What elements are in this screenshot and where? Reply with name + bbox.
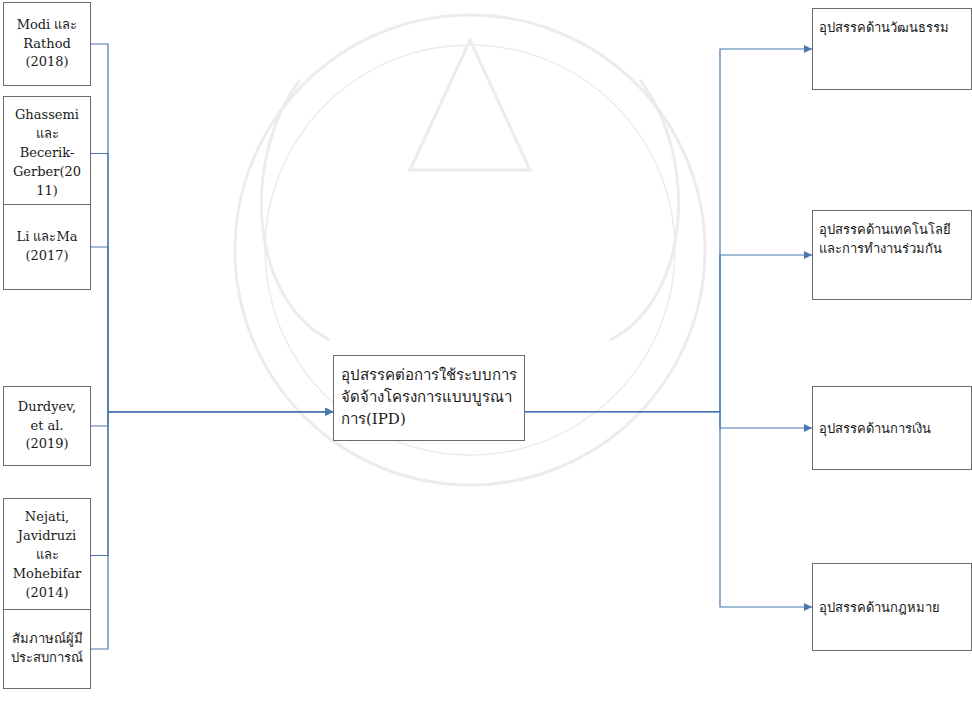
seal-ring <box>235 15 705 485</box>
node-label: Li และMa (2017) <box>11 228 83 266</box>
central-box: อุปสรรคต่อการใช้ระบบการจัดจ้างโครงการแบบ… <box>333 355 525 441</box>
source-box: Li และMa (2017) <box>3 204 91 290</box>
seal-ornament <box>610 80 679 340</box>
barrier-box: อุปสรรคด้านเทคโนโลยีและการทำงานร่วมกัน <box>812 210 972 300</box>
connector-arrow <box>525 412 812 607</box>
connector-arrow <box>91 247 333 412</box>
node-label: อุปสรรคด้านการเงิน <box>819 420 965 439</box>
connector-arrow <box>525 255 812 412</box>
node-label: อุปสรรคด้านวัฒนธรรม <box>819 19 965 38</box>
connector-arrow <box>91 412 333 649</box>
seal-ring <box>265 45 675 455</box>
node-label: Nejati, Javidruzi และ Mohebifar (2014) <box>11 508 83 602</box>
connector-arrow <box>91 44 333 412</box>
node-label: อุปสรรคด้านกฎหมาย <box>819 599 965 618</box>
seal-ornament <box>261 80 330 340</box>
source-box: Ghassemi และ Becerik-Gerber(2011) <box>3 96 91 211</box>
connector-arrow <box>91 412 333 556</box>
source-box: สัมภาษณ์ผู้มีประสบการณ์ <box>3 609 91 689</box>
node-label: สัมภาษณ์ผู้มีประสบการณ์ <box>11 630 83 668</box>
connector-arrow <box>91 154 333 412</box>
node-label: อุปสรรคต่อการใช้ระบบการจัดจ้างโครงการแบบ… <box>341 365 517 430</box>
barrier-box: อุปสรรคด้านวัฒนธรรม <box>812 8 972 90</box>
connector-arrow <box>91 412 333 426</box>
node-label: อุปสรรคด้านเทคโนโลยีและการทำงานร่วมกัน <box>819 221 965 259</box>
barrier-box: อุปสรรคด้านการเงิน <box>812 386 972 470</box>
node-label: Modi และ Rathod (2018) <box>11 16 83 73</box>
source-box: Nejati, Javidruzi และ Mohebifar (2014) <box>3 498 91 613</box>
connector-arrow <box>525 49 812 412</box>
seal-outline <box>235 15 705 485</box>
connector-arrow <box>525 412 812 428</box>
source-box: Durdyev, et al. (2019) <box>3 386 91 466</box>
barrier-box: อุปสรรคด้านกฎหมาย <box>812 563 972 651</box>
node-label: Ghassemi และ Becerik-Gerber(2011) <box>11 106 83 200</box>
node-label: Durdyev, et al. (2019) <box>11 398 83 455</box>
source-box: Modi และ Rathod (2018) <box>3 2 91 86</box>
seal-crown <box>410 40 530 170</box>
